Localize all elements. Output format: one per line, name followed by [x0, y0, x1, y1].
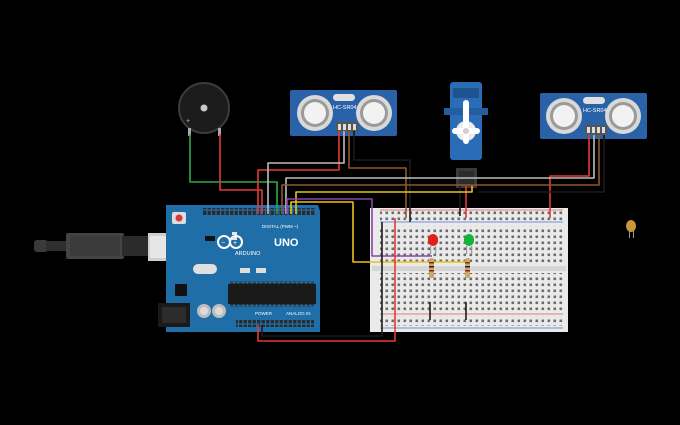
atmega-chip — [228, 284, 316, 304]
resistor-1 — [429, 258, 434, 278]
digital-header — [203, 208, 315, 215]
svg-text:+: + — [186, 118, 190, 125]
capacitor-icon — [626, 220, 636, 238]
wires — [189, 131, 605, 342]
regulator — [175, 284, 187, 296]
arduino-uno-board: − + ARDUINO UNO DIGITAL (PWM ~) POWER AN… — [158, 205, 320, 332]
arduino-logo: − + — [217, 235, 243, 249]
ultrasonic-sensor-right: HC-SR04 — [540, 93, 647, 139]
wire-power-red — [257, 218, 396, 342]
wire-power-black — [261, 222, 383, 337]
sensor-left-label: HC-SR04 — [333, 105, 357, 111]
wire-lsensor-gray — [267, 131, 345, 214]
crystal-oscillator — [193, 264, 217, 274]
piezo-buzzer-icon: + — [178, 82, 230, 136]
wire-purple-bb — [286, 198, 432, 257]
wire-rsensor-red — [549, 135, 590, 218]
ultrasonic-sensor-left: HC-SR04 — [290, 90, 397, 136]
wire-lsensor-black — [353, 131, 411, 222]
servo-motor-icon — [444, 82, 488, 188]
resistor-icon — [429, 258, 434, 278]
svg-text:+: + — [233, 240, 237, 247]
resistor-icon — [465, 258, 470, 278]
reset-button-cap — [175, 214, 183, 222]
led-icon — [464, 234, 474, 246]
led-icon — [428, 234, 438, 246]
wire-rsensor-brown — [281, 135, 600, 214]
wire-rsensor-black — [478, 135, 605, 193]
usb-cable-icon — [34, 233, 186, 261]
power-analog-header — [236, 320, 314, 327]
wire-servo-yellow — [295, 186, 473, 214]
wire-rsensor-gray — [285, 135, 595, 214]
led-green — [464, 234, 474, 254]
resistor-2 — [465, 258, 470, 278]
sensor-right-label: HC-SR04 — [583, 108, 607, 114]
wire-buzzer-green — [189, 134, 278, 214]
led-red — [428, 234, 438, 254]
arduino-model: UNO — [274, 237, 299, 249]
power-label: POWER — [255, 311, 273, 316]
analog-label: ANALOG IN — [286, 311, 311, 316]
wire-lsensor-red — [257, 131, 340, 214]
digital-label: DIGITAL (PWM ~) — [262, 224, 299, 229]
wire-lsensor-brown — [348, 131, 407, 218]
arduino-brand: ARDUINO — [235, 251, 261, 257]
svg-text:−: − — [221, 240, 225, 247]
wire-buzzer-red — [219, 134, 263, 214]
wire-yellow-bb — [290, 201, 470, 263]
